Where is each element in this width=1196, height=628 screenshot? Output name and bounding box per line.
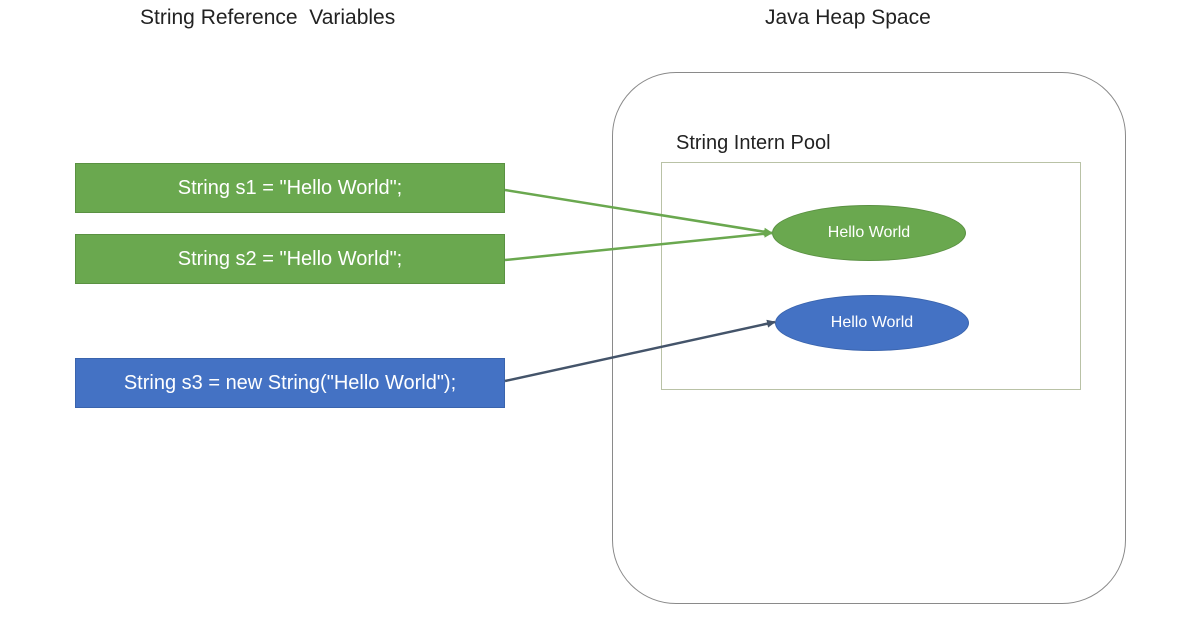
- reference-s2: String s2 = "Hello World";: [75, 234, 505, 284]
- right-heading: Java Heap Space: [765, 6, 931, 29]
- reference-s1: String s1 = "Hello World";: [75, 163, 505, 213]
- string-intern-pool-label: String Intern Pool: [676, 132, 831, 154]
- left-heading: String Reference Variables: [140, 6, 396, 29]
- heap-string-object: Hello World: [775, 295, 969, 351]
- reference-s3: String s3 = new String("Hello World");: [75, 358, 505, 408]
- string-intern-pool-box: [661, 162, 1081, 390]
- pool-string-object: Hello World: [772, 205, 966, 261]
